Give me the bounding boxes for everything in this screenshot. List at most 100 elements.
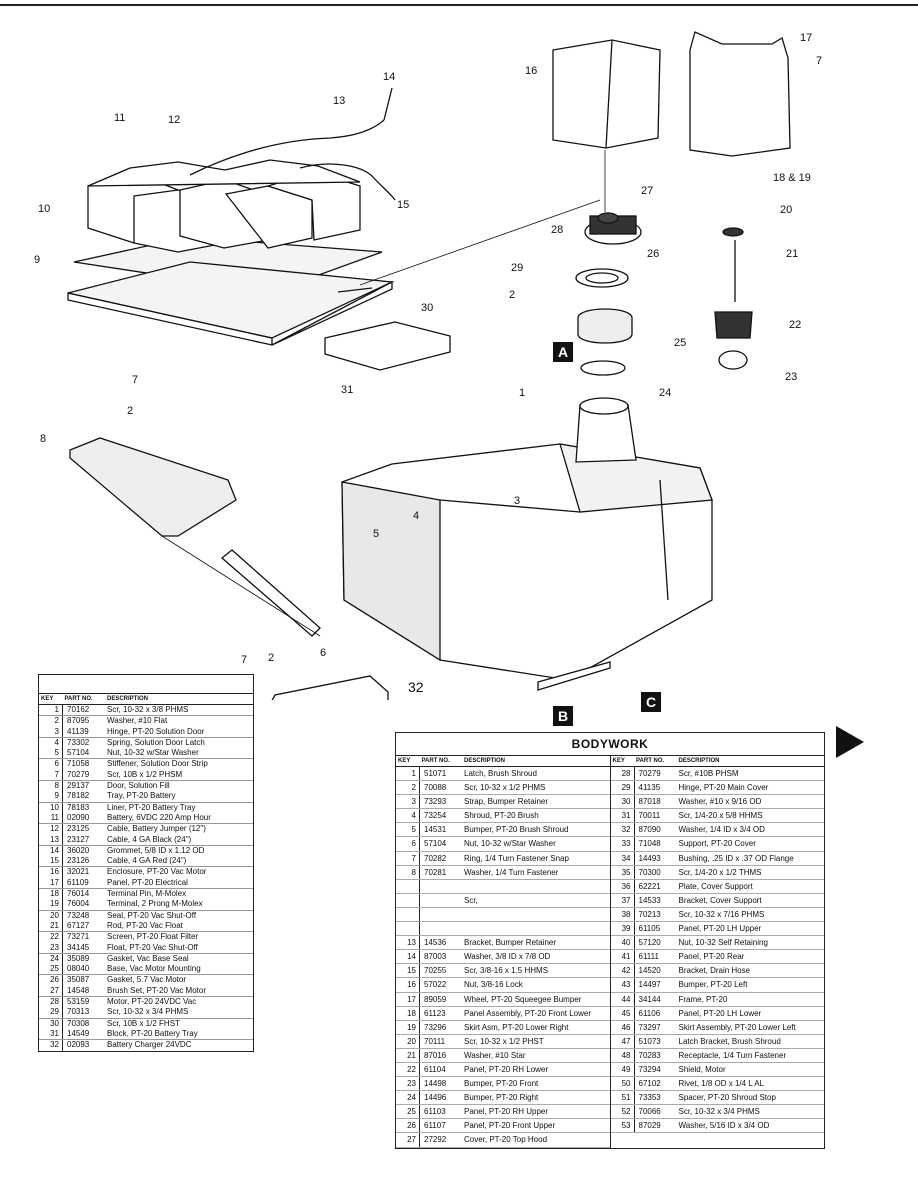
row-key: 5 xyxy=(39,748,63,760)
header-part-no: PART NO. xyxy=(634,756,677,767)
row-part-no: 70283 xyxy=(634,1048,677,1063)
row-part-no: 70279 xyxy=(634,766,677,782)
row-description: Panel, PT-20 Rear xyxy=(676,949,824,965)
row-key: 27 xyxy=(39,985,63,998)
row-description: Bracket, Drain Hose xyxy=(676,963,824,979)
row-key: 45 xyxy=(610,1006,635,1021)
row-description: Tray, PT-20 Battery xyxy=(105,791,253,803)
row-description: Cable, 4 GA Red (24") xyxy=(105,856,253,868)
row-part-no: 73248 xyxy=(67,910,90,920)
row-description: Scr, 10-32 x 7/16 PHMS xyxy=(676,907,824,923)
row-key: 2 xyxy=(39,715,63,727)
row-key: 8 xyxy=(39,780,63,792)
machine-body xyxy=(341,397,713,691)
header-part-no: PART NO. xyxy=(419,756,462,767)
row-key: 20 xyxy=(396,1034,420,1049)
row-description: Base, Vac Motor Mounting xyxy=(105,964,253,976)
row-part-no: 73296 xyxy=(419,1020,462,1035)
callout-22: 22 xyxy=(789,319,801,331)
row-description: Washer, #10 Flat xyxy=(107,716,168,726)
table-header-row: KEY PART NO. DESCRIPTION xyxy=(396,756,610,767)
row-description: Plate, Cover Support xyxy=(676,879,824,894)
row-description: Scr, xyxy=(462,893,610,908)
row-key: 40 xyxy=(610,935,635,951)
callout-14: 14 xyxy=(383,71,395,83)
row-description: Washer, #10 Star xyxy=(462,1048,610,1063)
row-description: Brush Set, PT-20 Vac Motor xyxy=(105,985,253,998)
row-key: 15 xyxy=(39,856,63,868)
row-part-no: 62221 xyxy=(634,879,677,894)
row-key: 28 xyxy=(610,766,635,782)
callout-8: 8 xyxy=(40,433,46,445)
row-part-no: 61107 xyxy=(419,1118,462,1134)
table-header-row: KEY PART NO. DESCRIPTION xyxy=(610,756,824,767)
callout-11: 11 xyxy=(114,112,125,124)
row-part-no: 14520 xyxy=(634,963,677,979)
row-part-no: 41139 xyxy=(62,726,105,738)
row-part-no: 70282 xyxy=(419,851,462,866)
row-key: 25 xyxy=(396,1104,420,1120)
callout-16: 16 xyxy=(525,65,537,77)
row-key xyxy=(396,921,420,937)
row-key xyxy=(396,907,420,923)
row-key: 43 xyxy=(610,977,635,993)
row-description: Washer, #10 x 9/16 OD xyxy=(676,794,824,810)
cable-black xyxy=(189,119,385,176)
row-part-no: 61109 xyxy=(62,877,105,890)
callout-2: 2 xyxy=(509,289,515,301)
row-description: Scr, 10B x 1/2 FHST xyxy=(107,1018,180,1028)
row-key: 16 xyxy=(39,866,63,878)
row-description: Frame, PT-20 xyxy=(676,992,824,1007)
callout-12: 12 xyxy=(168,114,180,126)
row-key: 29 xyxy=(39,1007,63,1019)
row-key: 41 xyxy=(610,949,635,965)
row-description: Washer, 1/4 ID x 3/4 OD xyxy=(676,822,824,838)
row-key: 30 xyxy=(39,1018,63,1029)
row-part-no: 70213 xyxy=(634,907,677,923)
row-description: Latch Bracket, Brush Shroud xyxy=(676,1034,824,1049)
row-key: 25 xyxy=(39,964,63,976)
row-part-no: 27292 xyxy=(419,1132,462,1148)
row-description: Gasket, Vac Base Seal xyxy=(107,953,189,963)
row-part-no: 35089 xyxy=(67,953,90,963)
row-part-no: 14549 xyxy=(62,1028,105,1041)
callout-30: 30 xyxy=(421,302,433,314)
row-description: Float, PT-20 Vac Shut-Off xyxy=(105,942,253,954)
batteries xyxy=(87,159,361,253)
row-part-no: 41135 xyxy=(634,780,677,796)
row-description: Screen, PT-20 Float Filter xyxy=(107,932,199,942)
callout-28: 28 xyxy=(551,224,563,236)
callout-9: 9 xyxy=(34,254,40,266)
row-key: 17 xyxy=(39,877,63,890)
table-row xyxy=(396,921,610,937)
row-description: Bumper, PT-20 Right xyxy=(462,1090,610,1106)
callout-20: 20 xyxy=(780,204,792,216)
header-description: DESCRIPTION xyxy=(462,756,610,767)
row-part-no xyxy=(419,921,462,937)
row-description: Grommet, 5/8 ID x 1.12 OD xyxy=(107,845,205,855)
row-part-no xyxy=(419,893,462,908)
row-key: 36 xyxy=(610,879,635,894)
